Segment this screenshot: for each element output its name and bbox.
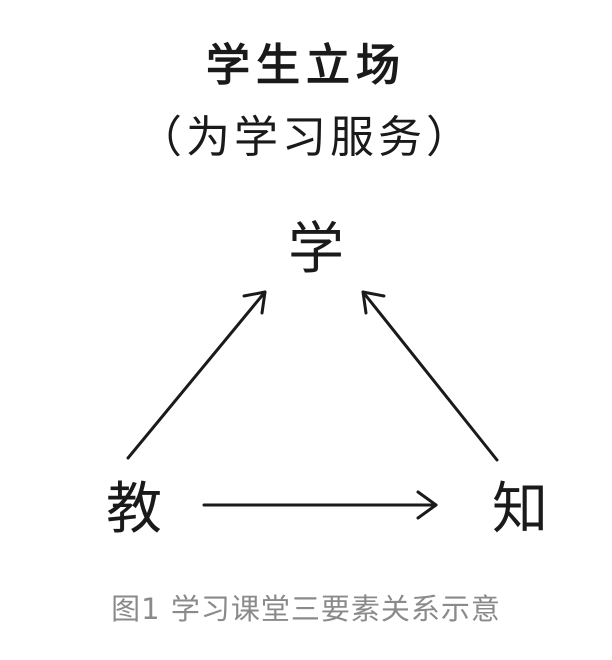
- diagram-subtitle: （为学习服务）: [138, 112, 474, 163]
- node-learning: 学: [288, 217, 344, 282]
- node-knowledge: 知: [492, 477, 548, 542]
- diagram-title: 学生立场: [206, 40, 406, 91]
- figure-caption: 图1 学习课堂三要素关系示意: [111, 592, 501, 626]
- node-teaching: 教: [106, 477, 162, 542]
- arrow-knowledge-to-learning: [361, 290, 499, 462]
- arrow-teaching-to-learning: [126, 290, 267, 460]
- arrow-teaching-to-knowledge: [202, 490, 438, 520]
